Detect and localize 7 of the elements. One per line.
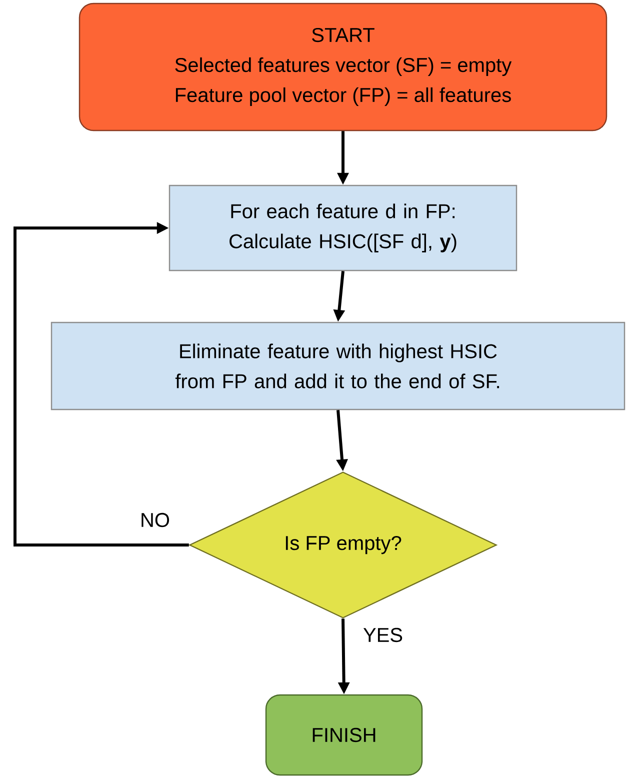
start-box: START Selected features vector (SF) = empty Feature pool vector (FP) = all features xyxy=(78,2,608,132)
end-box: FINISH xyxy=(265,694,423,776)
arrow xyxy=(14,222,189,546)
process-box: For each feature d in FP: Calculate HSIC([SF d], y) xyxy=(168,184,518,272)
edge-label: NO xyxy=(139,512,171,528)
process-box: Eliminate feature with highest HSIC from FP and add it to the end of SF. xyxy=(50,322,626,410)
edge-label: YES xyxy=(362,626,404,644)
